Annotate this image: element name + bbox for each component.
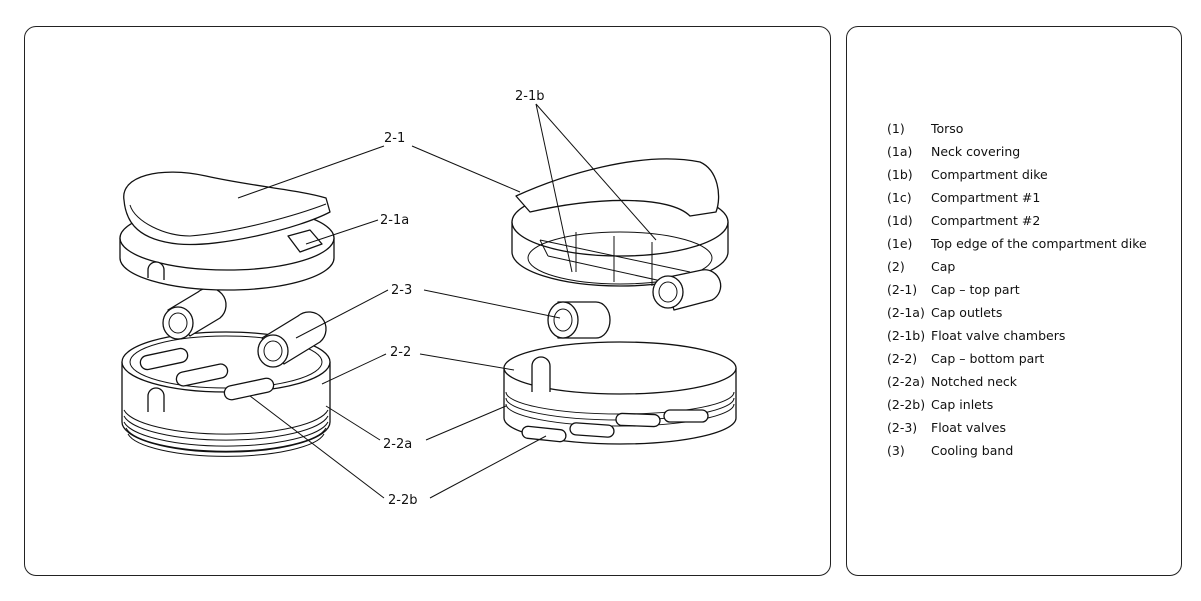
legend-code: (2-1b) [887,328,926,343]
legend-label: Cooling band [931,443,1014,458]
legend-label: Cap – top part [931,282,1020,297]
leader-lines [237,103,657,499]
legend-code: (3) [887,443,905,458]
legend-item: (1e) Top edge of the compartment dike [887,232,1147,255]
callout-2-2: 2-2 [390,345,411,360]
right-bottom-part [503,341,737,445]
legend-list: (1) Torso (1a) Neck covering (1b) Compartme… [887,117,1147,462]
legend-code: (2-1) [887,282,918,297]
legend-code: (2-2) [887,351,918,366]
legend-label: Neck covering [931,144,1021,159]
right-top-part [511,158,729,311]
legend-code: (2-2b) [887,397,926,412]
callout-2-2b: 2-2b [388,493,418,508]
legend-item: (3) Cooling band [887,439,1147,462]
right-float-valve [547,301,611,339]
legend-label: Compartment dike [931,167,1048,182]
legend-label: Float valve chambers [931,328,1066,343]
legend-label: Torso [931,121,964,136]
legend-item: (2-2) Cap – bottom part [887,347,1147,370]
legend-label: Notched neck [931,374,1018,389]
legend-panel: (1) Torso (1a) Neck covering (1b) Compartme… [846,26,1182,576]
legend-code: (1e) [887,236,913,251]
legend-code: (1c) [887,190,912,205]
legend-item: (1d) Compartment #2 [887,209,1147,232]
legend-item: (2-1b) Float valve chambers [887,324,1147,347]
legend-code: (1) [887,121,905,136]
callout-2-2a: 2-2a [383,437,412,452]
legend-code: (2) [887,259,905,274]
left-top-part [119,171,335,291]
legend-code: (1d) [887,213,913,228]
legend-label: Cap – bottom part [931,351,1045,366]
legend-code: (2-3) [887,420,918,435]
callout-2-1a: 2-1a [380,213,409,228]
legend-label: Float valves [931,420,1006,435]
legend-item: (1a) Neck covering [887,140,1147,163]
left-float-valve-2 [257,311,327,368]
left-float-valve-1 [162,287,227,340]
legend-label: Compartment #1 [931,190,1041,205]
legend-item: (2-2a) Notched neck [887,370,1147,393]
callout-2-3: 2-3 [391,283,412,298]
legend-code: (2-1a) [887,305,925,320]
legend-item: (2-3) Float valves [887,416,1147,439]
legend-label: Cap inlets [931,397,994,412]
legend-item: (1c) Compartment #1 [887,186,1147,209]
legend-item: (2-1a) Cap outlets [887,301,1147,324]
legend-code: (2-2a) [887,374,925,389]
legend-code: (1b) [887,167,913,182]
legend-label: Top edge of the compartment dike [931,236,1147,251]
legend-item: (2-1) Cap – top part [887,278,1147,301]
legend-label: Cap [931,259,956,274]
legend-item: (1) Torso [887,117,1147,140]
legend-label: Cap outlets [931,305,1003,320]
callout-2-1b: 2-1b [515,89,545,104]
legend-code: (1a) [887,144,913,159]
legend-item: (1b) Compartment dike [887,163,1147,186]
left-bottom-part [121,331,331,457]
legend-item: (2-2b) Cap inlets [887,393,1147,416]
callout-2-1: 2-1 [384,131,405,146]
legend-item: (2) Cap [887,255,1147,278]
legend-label: Compartment #2 [931,213,1041,228]
